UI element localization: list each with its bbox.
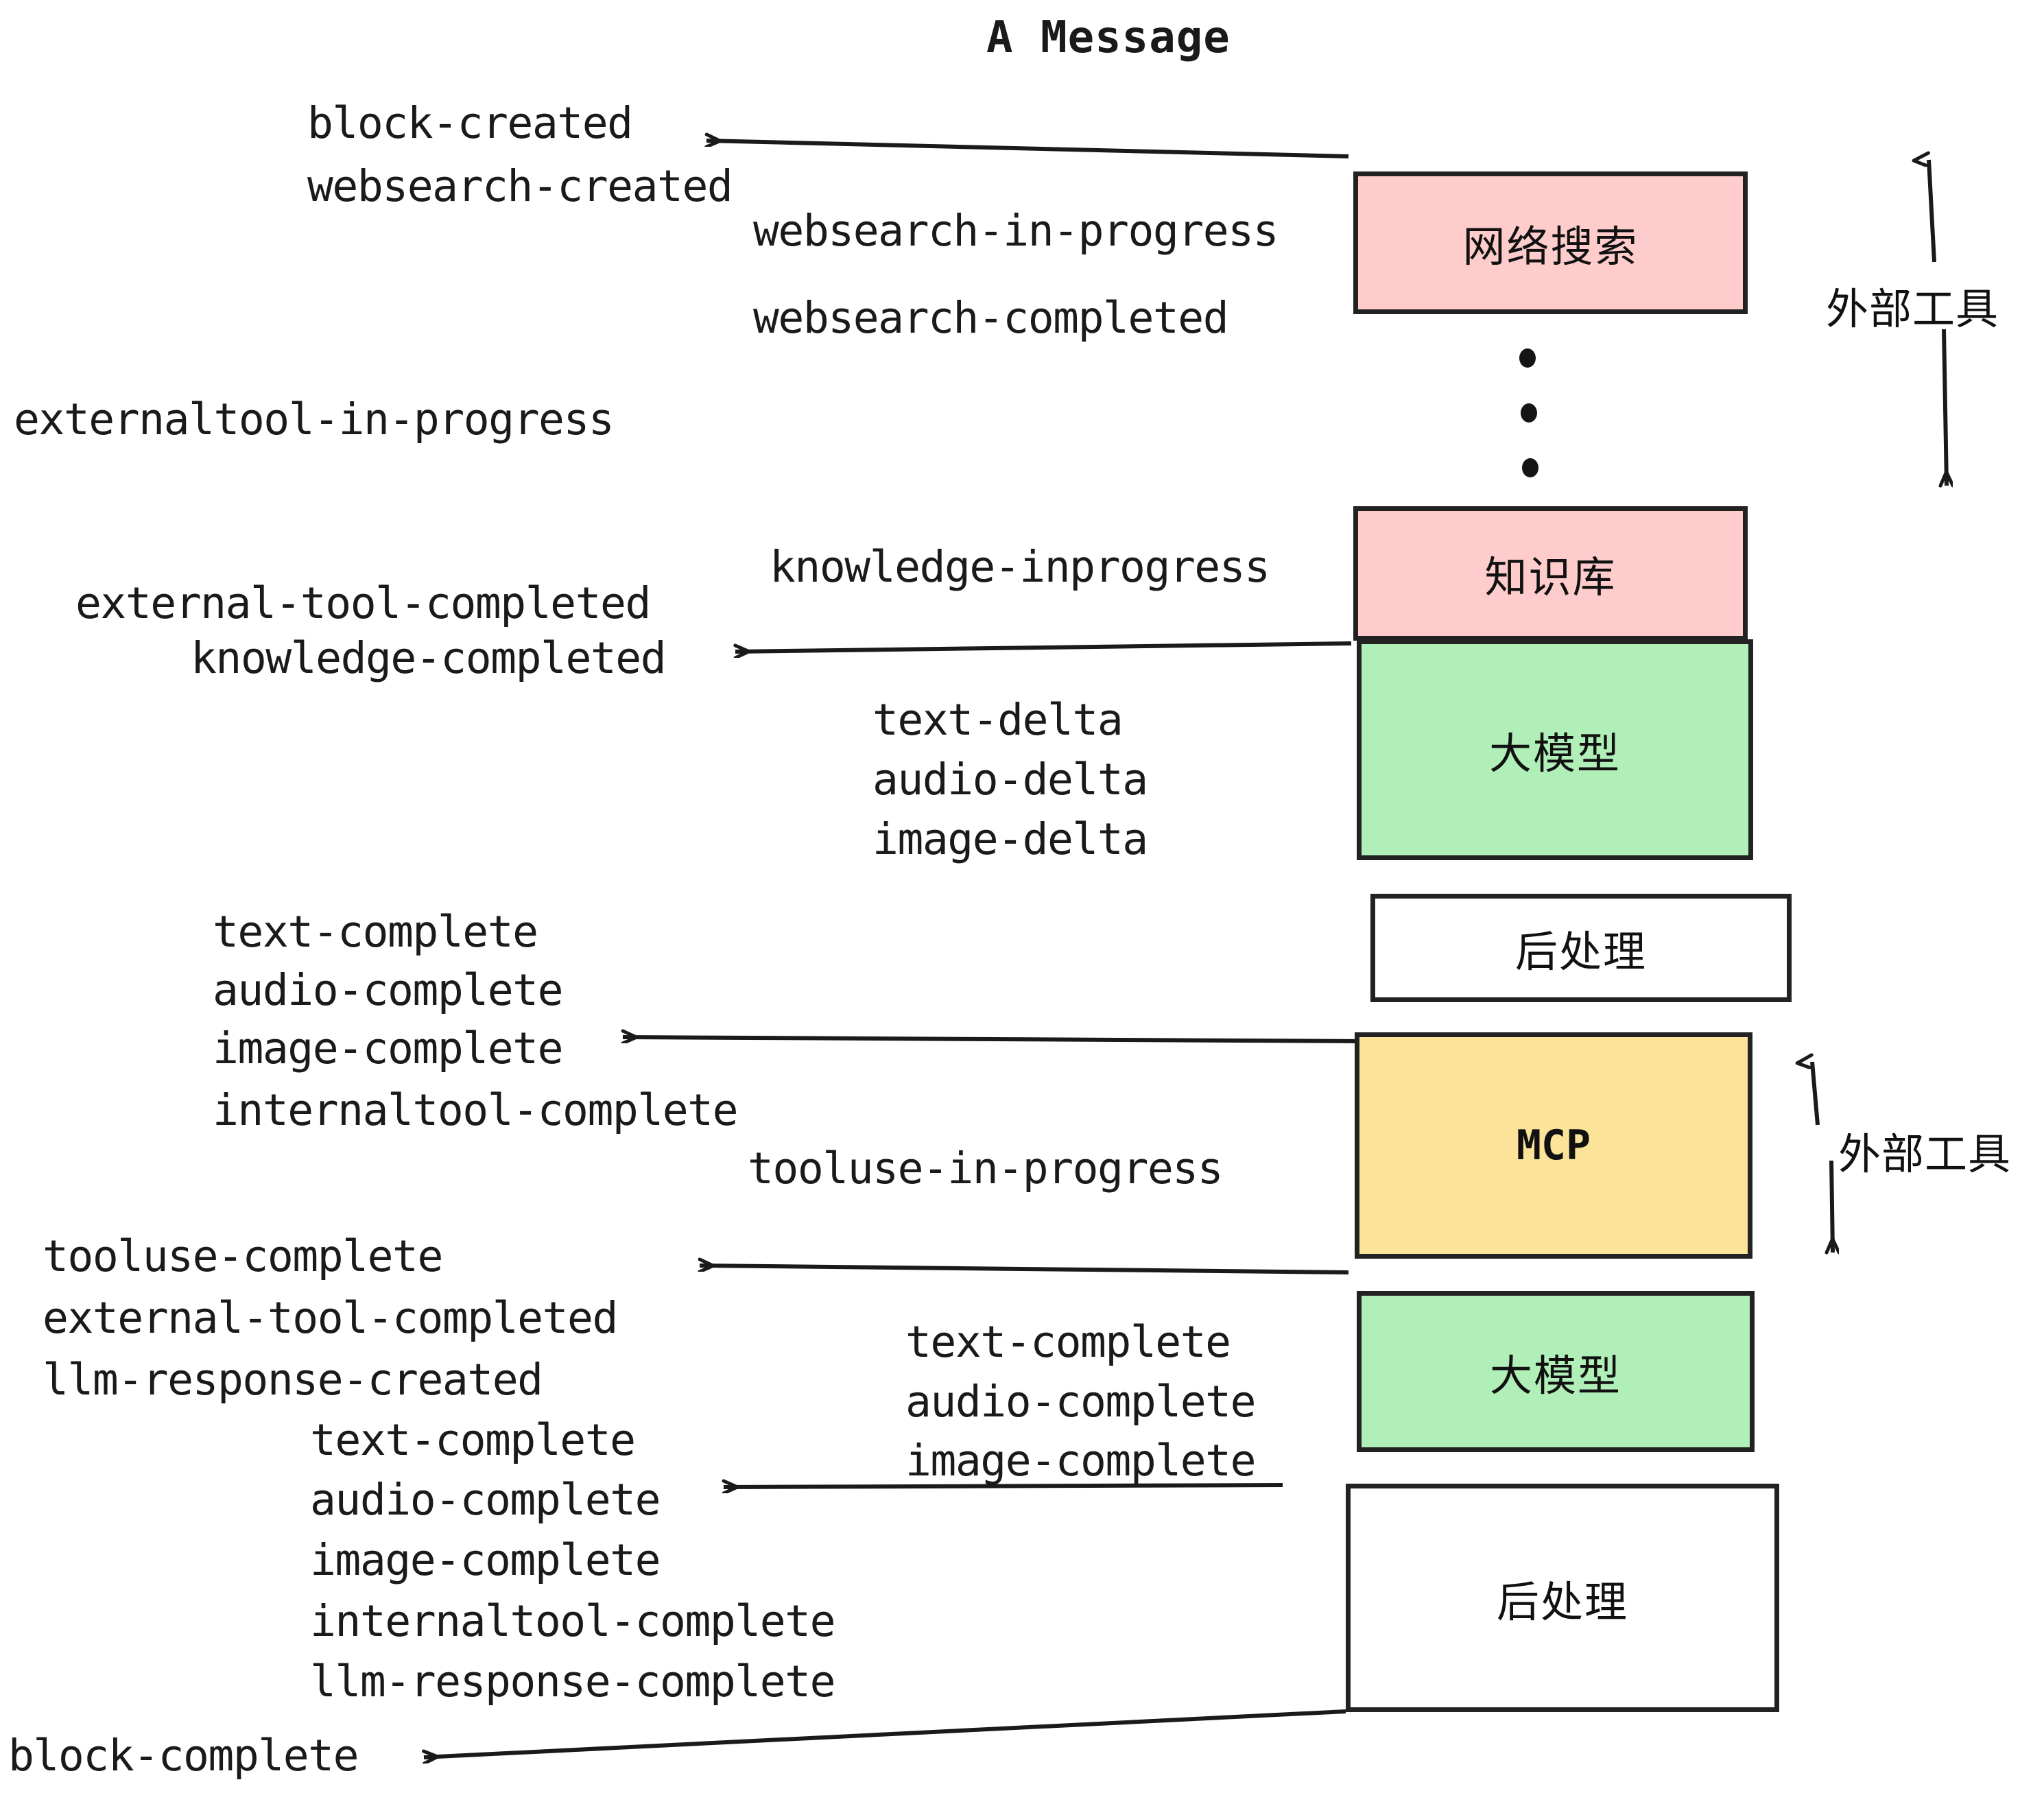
event-text-delta-1: text-delta bbox=[872, 695, 1124, 745]
node-websearch-label: 网络搜索 bbox=[1462, 222, 1639, 272]
arrow-postprocess1-to-image-complete bbox=[623, 1037, 1367, 1041]
event-image-complete-2: image-complete bbox=[310, 1535, 661, 1585]
node-postprocess-2[interactable]: 后处理 bbox=[1346, 1484, 1779, 1712]
ellipsis-dot-1 bbox=[1519, 348, 1536, 368]
diagram-title: A Message bbox=[986, 12, 1231, 63]
event-llm-response-created: llm-response-created bbox=[43, 1355, 543, 1405]
event-external-tool-completed-2: external-tool-completed bbox=[43, 1293, 618, 1343]
event-image-delta-2: image-complete bbox=[905, 1436, 1257, 1486]
event-text-complete-1: text-complete bbox=[213, 907, 538, 957]
node-llm-2-label: 大模型 bbox=[1489, 1350, 1621, 1401]
arrow-mcp-to-tooluse-complete bbox=[700, 1266, 1349, 1274]
node-llm-2[interactable]: 大模型 bbox=[1357, 1291, 1755, 1452]
node-llm-1-label: 大模型 bbox=[1488, 728, 1621, 779]
ellipsis-dot-2 bbox=[1521, 403, 1537, 423]
event-audio-complete-1: audio-complete bbox=[213, 965, 564, 1015]
event-knowledge-completed: knowledge-completed bbox=[191, 633, 667, 683]
event-image-complete-1: image-complete bbox=[213, 1023, 564, 1073]
event-block-created: block-created bbox=[307, 98, 633, 148]
event-websearch-created: websearch-created bbox=[307, 161, 733, 211]
event-llm-response-complete: llm-response-complete bbox=[310, 1657, 836, 1707]
event-tooluse-in-progress: tooluse-in-progress bbox=[748, 1143, 1224, 1194]
node-postprocess-2-label: 后处理 bbox=[1496, 1576, 1628, 1627]
arrow-external-tool-down-top bbox=[1944, 329, 1947, 486]
node-websearch[interactable]: 网络搜索 bbox=[1353, 171, 1748, 314]
event-block-complete: block-complete bbox=[8, 1731, 359, 1781]
event-internaltool-complete-1: internaltool-complete bbox=[213, 1085, 739, 1135]
event-knowledge-inprogress: knowledge-inprogress bbox=[770, 542, 1270, 592]
event-internaltool-complete-2: internaltool-complete bbox=[310, 1596, 836, 1646]
node-knowledge[interactable]: 知识库 bbox=[1353, 506, 1748, 641]
arrow-postprocess2-to-block-complete bbox=[424, 1709, 1346, 1757]
node-llm-1[interactable]: 大模型 bbox=[1357, 639, 1753, 860]
event-externaltool-in-progress: externaltool-in-progress bbox=[14, 394, 615, 444]
arrow-external-tool-up-bottom bbox=[1812, 1062, 1820, 1126]
event-external-tool-completed-1: external-tool-completed bbox=[75, 578, 651, 628]
event-audio-delta-1: audio-delta bbox=[872, 755, 1148, 805]
node-postprocess-1[interactable]: 后处理 bbox=[1370, 894, 1792, 1002]
arrow-websearch-to-block-created bbox=[706, 141, 1349, 158]
event-websearch-completed: websearch-completed bbox=[753, 293, 1229, 343]
event-text-complete-2: text-complete bbox=[310, 1415, 636, 1465]
side-label-external-tool-bottom: 外部工具 bbox=[1838, 1129, 2012, 1179]
ellipsis-dot-3 bbox=[1522, 458, 1538, 477]
node-knowledge-label: 知识库 bbox=[1484, 552, 1617, 602]
event-audio-complete-2: audio-complete bbox=[310, 1475, 661, 1525]
arrow-knowledge-to-completed bbox=[735, 641, 1352, 652]
node-mcp[interactable]: MCP bbox=[1355, 1032, 1752, 1259]
arrow-external-tool-down-bottom bbox=[1831, 1160, 1833, 1253]
side-label-external-tool-top: 外部工具 bbox=[1826, 284, 1999, 334]
event-text-delta-2: text-complete bbox=[905, 1317, 1231, 1367]
node-postprocess-1-label: 后处理 bbox=[1514, 927, 1647, 977]
event-websearch-in-progress: websearch-in-progress bbox=[753, 206, 1279, 256]
node-mcp-label: MCP bbox=[1516, 1121, 1591, 1170]
event-audio-delta-2: audio-complete bbox=[905, 1377, 1257, 1427]
arrow-external-tool-up-top bbox=[1929, 160, 1936, 263]
event-tooluse-complete: tooluse-complete bbox=[43, 1231, 443, 1281]
event-image-delta-1: image-delta bbox=[872, 814, 1148, 864]
